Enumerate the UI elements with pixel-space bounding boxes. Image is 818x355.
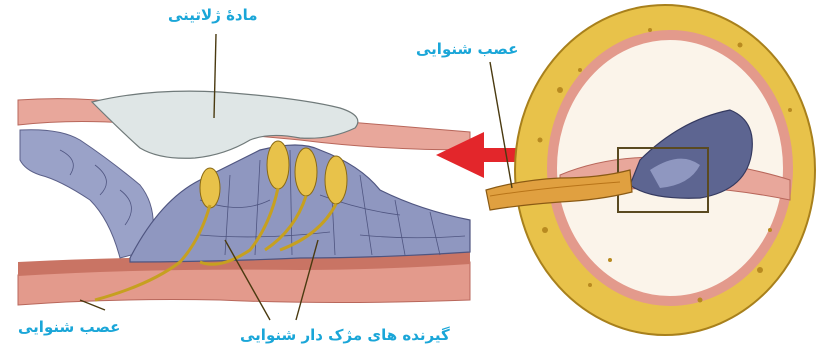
hair-receptors-label: گیرنده های مژک دار شنوایی [240,326,450,344]
auditory-nerve-label-left: عصب شنوایی [18,318,120,336]
cochlea-cross-section [486,5,815,335]
organ-of-corti-illustration [18,34,470,320]
gelatinous-material-label: مادۀ ژلاتینی [168,6,258,24]
auditory-nerve-label-right: عصب شنوایی [416,40,518,58]
